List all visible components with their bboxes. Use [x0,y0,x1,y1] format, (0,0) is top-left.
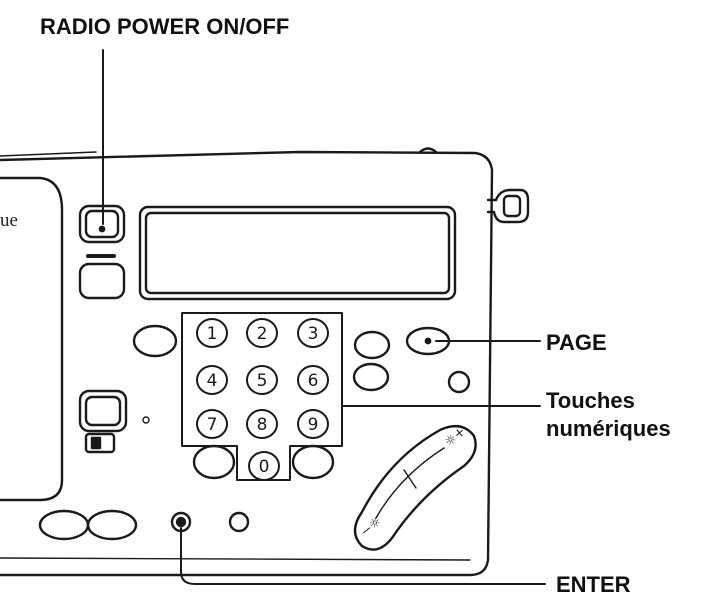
page-button-dot [424,337,432,345]
key-1-label: 1 [207,324,218,344]
key-6-label: 6 [308,371,319,391]
bottom-pill-left [38,509,90,541]
key-4: 4 [196,365,228,395]
device-top-bump [418,147,438,154]
touches-label-line1: Touches [546,388,635,413]
key-1-outline [196,318,228,348]
key-5-outline [246,365,278,395]
key-5: 5 [246,365,278,395]
slide-switch [84,432,116,454]
key-9-label: 9 [308,415,319,435]
small-indicator [142,416,150,424]
antenna-handle-inner [502,194,522,218]
key-2-label: 2 [257,324,268,344]
keypad-side-button-left [192,444,236,480]
display-inner [144,211,451,295]
key-4-outline [196,365,228,395]
antenna-handle [486,188,530,224]
keypad-frame [181,312,343,481]
power-button-dot [98,225,106,233]
clipped-text: ue [0,210,18,231]
key-3: 3 [297,318,329,348]
slide-switch-knob [90,436,102,450]
right-pill-button-1 [353,330,391,360]
device-bottom-line [0,557,471,561]
page-label: PAGE [546,330,607,355]
key-6-outline [297,365,329,395]
tuning-rocker [353,424,477,551]
left-panel-curve [0,176,64,502]
keypad-keys: 1 2 3 4 5 6 7 8 9 0 [196,318,329,481]
key-8-label: 8 [257,415,268,435]
key-3-outline [297,318,329,348]
key-1: 1 [196,318,228,348]
bottom-pill-right [86,509,138,541]
device-body-outline [0,150,494,577]
key-9-outline [297,409,329,439]
key-8-outline [246,409,278,439]
key-7-label: 7 [207,415,218,435]
touches-label-line2: numériques [546,416,671,441]
tuning-rocker-inner [375,447,445,519]
key-9: 9 [297,409,329,439]
key-0-label: 0 [259,457,270,477]
key-0-outline [248,451,280,481]
key-2-outline [246,318,278,348]
left-square-button [78,389,128,433]
small-bottom-button [228,511,250,533]
key-0: 0 [248,451,280,481]
left-square-button-inner [84,395,122,427]
key-5-label: 5 [257,371,268,391]
key-2: 2 [246,318,278,348]
tuning-down-symbol: −☼ [358,514,385,540]
left-pill-button [132,324,178,358]
key-8: 8 [246,409,278,439]
enter-button-inner [175,516,187,528]
key-7-outline [196,409,228,439]
enter-leader [180,527,546,585]
right-pill-button-2 [352,362,390,392]
key-6: 6 [297,365,329,395]
tuning-rocker-divider [403,469,417,489]
keypad-side-button-right [291,444,335,480]
device-top-edge [0,151,97,157]
key-3-label: 3 [308,324,319,344]
small-round-button [447,370,471,394]
key-4-label: 4 [207,371,218,391]
key-7: 7 [196,409,228,439]
button-below-power [78,262,126,300]
display-outer [138,205,457,301]
radio-power-label: RADIO POWER ON/OFF [40,14,290,39]
enter-label: ENTER [556,572,631,597]
